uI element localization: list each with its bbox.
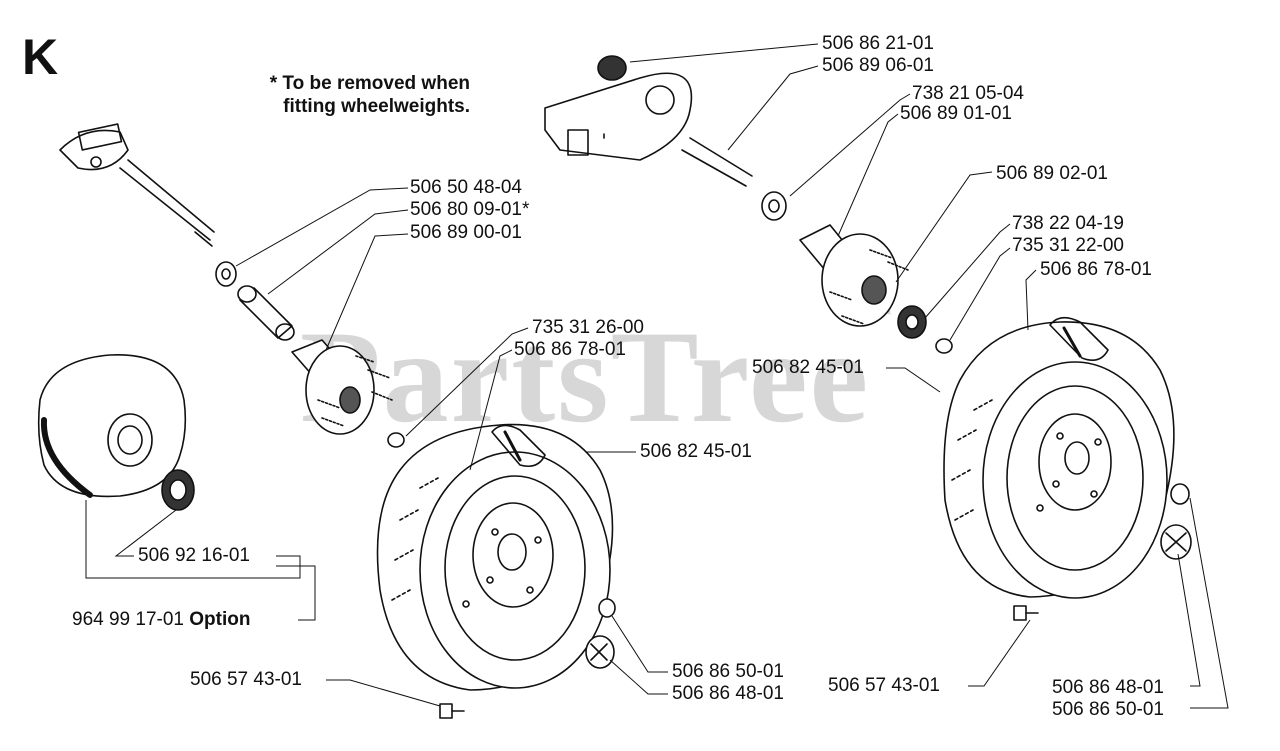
part-label[interactable]: 506 86 50-01	[672, 661, 784, 682]
left-hub	[291, 339, 393, 435]
part-label-option[interactable]: 964 99 17-01 Option	[72, 609, 251, 630]
right-axle-nut	[597, 55, 627, 81]
part-label[interactable]: 506 80 09-01*	[410, 199, 530, 220]
part-label[interactable]: 506 89 00-01	[410, 222, 522, 243]
left-axle-assembly	[59, 123, 215, 247]
right-axle	[681, 137, 753, 187]
option-wheel-spacer	[37, 354, 187, 498]
removal-note: * To be removed when fitting wheelweight…	[269, 73, 470, 117]
right-hub-cap	[1160, 524, 1192, 560]
right-bracket	[544, 72, 693, 161]
part-label[interactable]: 506 89 02-01	[996, 163, 1108, 184]
part-label[interactable]: 735 31 26-00	[532, 317, 644, 338]
part-label[interactable]: 506 82 45-01	[640, 441, 752, 462]
part-label[interactable]: 735 31 22-00	[1012, 235, 1124, 256]
part-label[interactable]: 506 92 16-01	[138, 545, 250, 566]
part-label[interactable]: 738 21 05-04	[912, 83, 1024, 104]
part-label[interactable]: 506 86 50-01	[1052, 699, 1164, 720]
right-bearing	[897, 305, 927, 339]
sheet-letter: K	[22, 29, 59, 85]
part-label[interactable]: 506 57 43-01	[828, 675, 940, 696]
part-label[interactable]: 738 22 04-19	[1012, 213, 1124, 234]
part-label[interactable]: 506 86 78-01	[1040, 259, 1152, 280]
left-washer	[215, 261, 237, 287]
part-label[interactable]: 506 89 06-01	[822, 55, 934, 76]
left-sleeve	[237, 285, 295, 341]
left-wheel	[376, 423, 614, 691]
part-label[interactable]: 506 86 21-01	[822, 33, 934, 54]
part-label[interactable]: 506 82 45-01	[752, 357, 864, 378]
right-wheel-nut	[1170, 483, 1190, 505]
part-label[interactable]: 506 50 48-04	[410, 177, 522, 198]
right-washer	[761, 191, 787, 221]
option-bearing	[161, 469, 195, 511]
part-label[interactable]: 506 86 48-01	[1052, 677, 1164, 698]
part-label[interactable]: 506 57 43-01	[190, 669, 302, 690]
watermark: PartsTree™	[300, 300, 892, 450]
part-label[interactable]: 506 86 78-01	[514, 339, 626, 360]
part-label[interactable]: 506 89 01-01	[900, 103, 1012, 124]
right-clip	[935, 338, 953, 354]
leader-lines	[85, 43, 1229, 709]
left-wheel-nut	[598, 598, 616, 618]
left-hub-cap	[585, 635, 615, 669]
left-clip	[387, 432, 405, 448]
right-hub	[799, 224, 909, 327]
right-wheel	[943, 316, 1175, 599]
right-valve	[1013, 605, 1039, 621]
part-label[interactable]: 506 86 48-01	[672, 683, 784, 704]
left-valve	[439, 703, 465, 719]
